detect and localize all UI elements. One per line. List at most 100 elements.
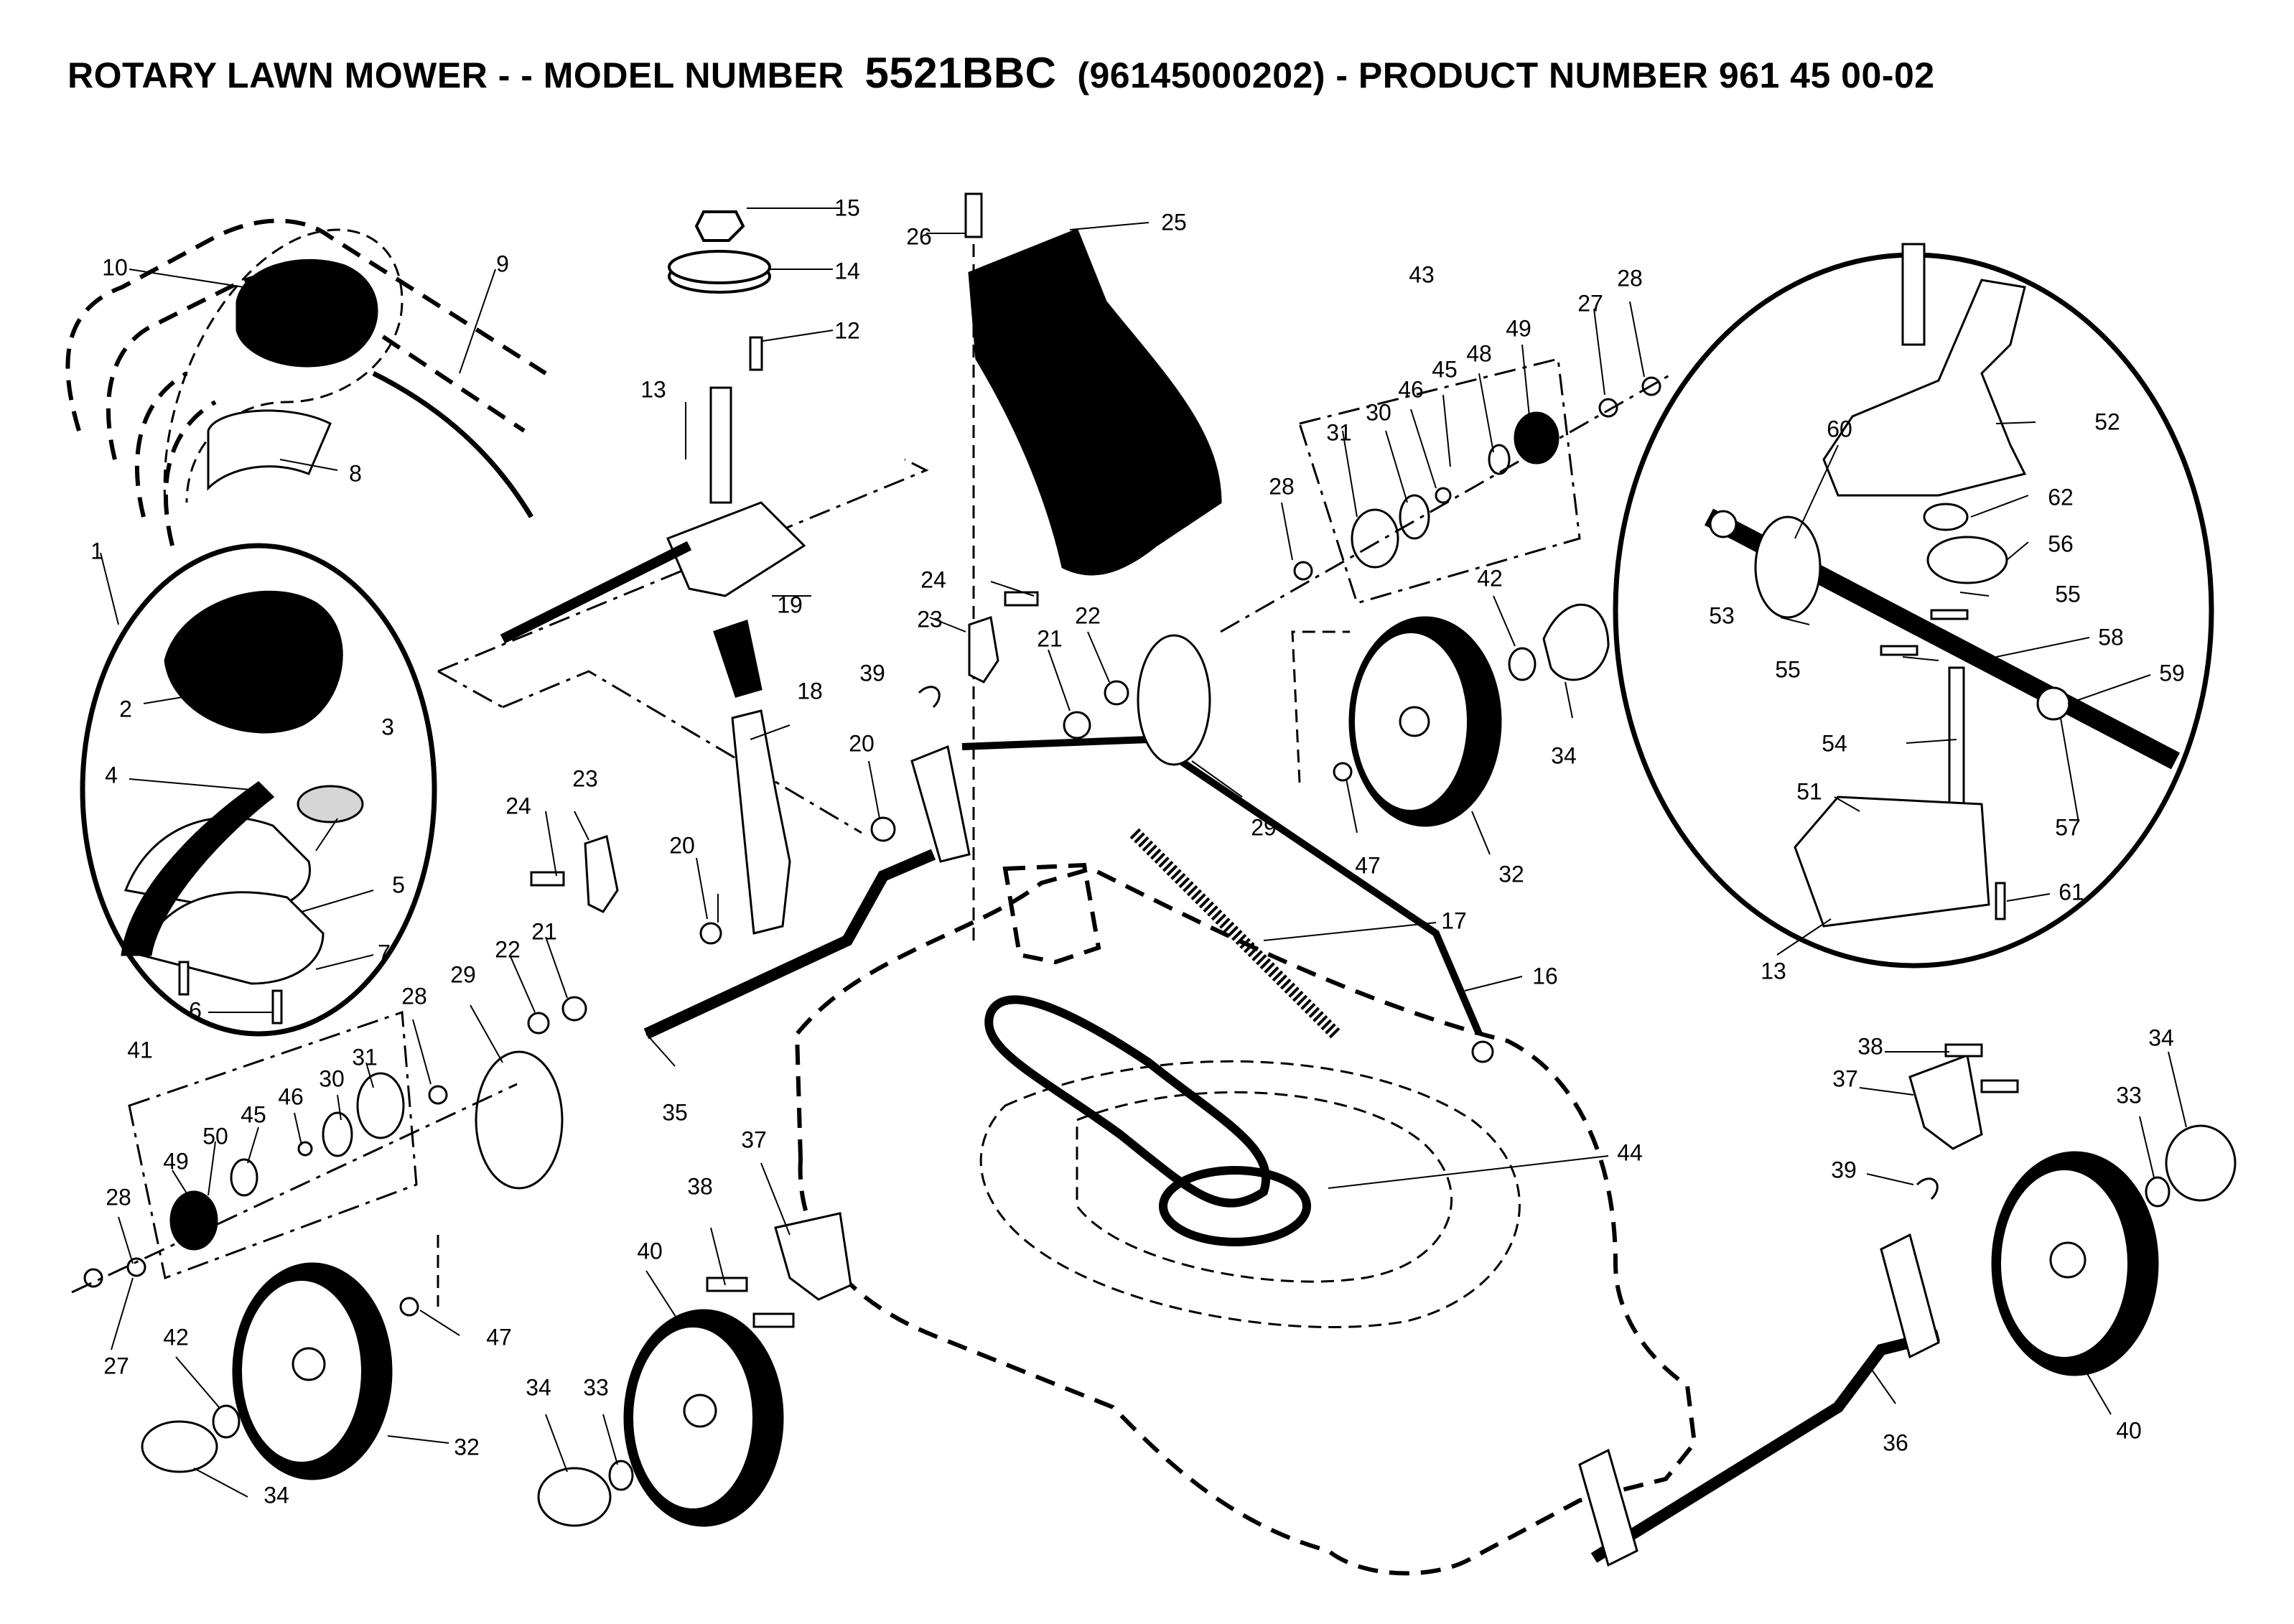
callout-32-lower: 32 xyxy=(454,1434,480,1460)
callout-34-lower-mid: 34 xyxy=(526,1374,551,1400)
chute-screw-26 xyxy=(964,192,983,238)
handle-assembly-illustration xyxy=(65,218,547,546)
callout-58: 58 xyxy=(2098,624,2124,650)
callout-20-upper: 20 xyxy=(849,730,875,756)
axle-bracket xyxy=(910,745,971,863)
callout-55-lower: 55 xyxy=(1775,656,1801,682)
grip-detail-inset xyxy=(80,543,437,1037)
model-number: 5521BBC xyxy=(864,49,1057,97)
bolt-24a xyxy=(1004,591,1039,607)
pinion-49b xyxy=(169,1190,218,1251)
callout-57: 57 xyxy=(2055,814,2081,840)
callout-37-left: 37 xyxy=(741,1126,767,1152)
callout-27-upper: 27 xyxy=(1577,290,1603,316)
callout-61: 61 xyxy=(2058,879,2084,905)
callout-55-upper: 55 xyxy=(2055,581,2081,607)
callout-28-lower-left: 28 xyxy=(106,1184,131,1210)
callout-21-lower: 21 xyxy=(531,918,557,944)
callout-20-lower: 20 xyxy=(669,832,695,858)
pulley-screw-12 xyxy=(749,336,763,371)
hubcap-34d xyxy=(2165,1124,2237,1202)
transmission-housing-13 xyxy=(666,501,806,597)
washer-47a xyxy=(1333,762,1353,782)
mower-deck-illustration xyxy=(794,862,1697,1576)
callout-40-left: 40 xyxy=(637,1238,663,1264)
callout-30-lower: 30 xyxy=(319,1065,345,1091)
callout-37-right: 37 xyxy=(1832,1065,1858,1091)
washer-47b xyxy=(399,1297,419,1317)
axle-bracket-right xyxy=(1880,1233,1940,1359)
clip-28b xyxy=(1293,561,1313,581)
callout-23-lower: 23 xyxy=(572,765,598,791)
callout-28-upper-right: 28 xyxy=(1617,265,1643,291)
callout-numbers: 10 9 8 15 14 12 13 26 25 1 2 3 4 5 7 6 1… xyxy=(90,195,2185,1508)
callout-51: 51 xyxy=(1796,778,1822,804)
bushing-21b xyxy=(561,996,587,1022)
callout-26: 26 xyxy=(906,223,932,249)
callout-22-lower: 22 xyxy=(495,936,521,962)
spring-46b xyxy=(297,1141,313,1157)
front-wheel-left-illustration xyxy=(537,1212,852,1527)
wheel-bracket-37b xyxy=(1908,1053,1983,1150)
washer-20a xyxy=(870,816,896,842)
callout-10: 10 xyxy=(102,254,128,280)
bushing-21a xyxy=(1063,711,1091,739)
ring-30a xyxy=(1399,494,1430,540)
callout-39-upper: 39 xyxy=(859,660,885,686)
callout-29-lower: 29 xyxy=(450,961,476,987)
callout-43: 43 xyxy=(1409,261,1435,287)
wheel-cover-29a xyxy=(1137,634,1211,766)
callout-47-upper: 47 xyxy=(1355,852,1381,878)
wheel-bracket-37a xyxy=(774,1212,852,1301)
adjuster-lever-18 xyxy=(731,709,791,935)
washer-22b xyxy=(527,1012,550,1035)
callout-12: 12 xyxy=(834,317,860,343)
callout-36: 36 xyxy=(1883,1429,1908,1455)
drive-wheel-right-illustration xyxy=(1220,358,1674,827)
callout-54: 54 xyxy=(1822,730,1847,756)
washer-22a xyxy=(1104,680,1129,706)
callout-30-upper: 30 xyxy=(1366,399,1391,425)
callout-44: 44 xyxy=(1617,1139,1643,1165)
callout-34-upper: 34 xyxy=(1551,742,1577,768)
callout-48: 48 xyxy=(1466,340,1492,366)
callout-14: 14 xyxy=(834,258,860,284)
washer-50 xyxy=(230,1158,258,1197)
callout-1: 1 xyxy=(90,538,103,564)
pin-39a xyxy=(918,686,941,709)
callout-45-lower: 45 xyxy=(241,1101,266,1127)
callout-21-upper: 21 xyxy=(1037,625,1063,651)
wheel-cover-29b xyxy=(475,1050,564,1190)
bearing-31a xyxy=(1351,508,1399,569)
bolt-24b xyxy=(530,871,565,887)
bushing-60 xyxy=(1709,510,1738,538)
callout-46-lower: 46 xyxy=(278,1083,304,1109)
callout-50: 50 xyxy=(202,1123,228,1149)
callout-45-upper: 45 xyxy=(1432,356,1458,382)
callout-24-lower: 24 xyxy=(505,793,531,818)
callout-31-lower: 31 xyxy=(352,1044,378,1070)
clip-28c xyxy=(83,1268,103,1288)
height-adjuster-illustration xyxy=(475,591,1494,1190)
gearbox-assembly-illustration xyxy=(437,210,929,834)
grip-clip-8 xyxy=(207,409,332,491)
cable-cap-3 xyxy=(297,785,364,823)
callout-34-lower-left: 34 xyxy=(264,1482,289,1508)
bearing-31b xyxy=(356,1072,405,1139)
callout-39-lower: 39 xyxy=(1831,1157,1857,1182)
callout-8: 8 xyxy=(349,460,362,486)
key-55b xyxy=(1880,645,1918,656)
callout-38-right: 38 xyxy=(1857,1033,1883,1059)
nut-33b xyxy=(2145,1176,2171,1208)
washer-27a xyxy=(1598,398,1618,418)
pinion-49a xyxy=(1514,411,1559,465)
callout-5: 5 xyxy=(392,872,405,897)
callout-4: 4 xyxy=(105,762,118,788)
bolt-38b xyxy=(752,1312,795,1328)
callout-38-left: 38 xyxy=(687,1173,713,1199)
spring-46a xyxy=(1435,487,1452,504)
clip-28d xyxy=(428,1085,448,1105)
front-axle-35 xyxy=(643,849,936,1040)
screw-6b xyxy=(271,989,283,1025)
hubcap-34c xyxy=(537,1467,612,1527)
